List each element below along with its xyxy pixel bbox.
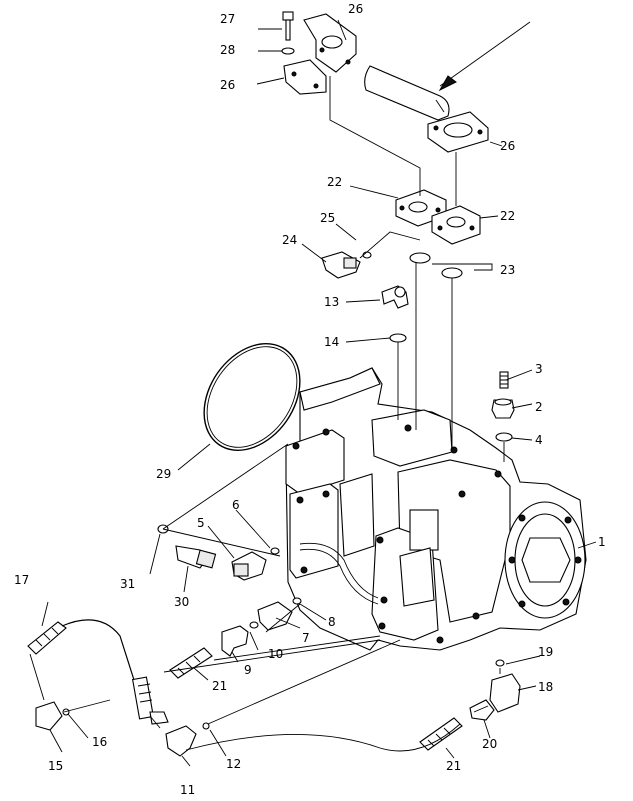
oring-25 xyxy=(362,251,372,259)
elbow-11 xyxy=(165,725,197,757)
callout-21b: 21 xyxy=(446,759,461,773)
callout-30: 30 xyxy=(174,595,189,609)
fitting-5 xyxy=(231,551,267,581)
callout-24: 24 xyxy=(282,233,297,247)
oring-8 xyxy=(292,597,302,605)
callout-16: 16 xyxy=(92,735,107,749)
elbow-9 xyxy=(221,625,249,657)
callout-29: 29 xyxy=(156,467,171,481)
plug-2 xyxy=(491,398,515,419)
callout-27: 27 xyxy=(220,12,235,26)
oring-23-b xyxy=(441,267,463,279)
sensor-fitting-24 xyxy=(321,251,361,279)
callout-7: 7 xyxy=(302,631,310,645)
callout-2: 2 xyxy=(535,400,543,414)
callout-26a: 26 xyxy=(220,78,235,92)
half-clamp-26-top xyxy=(303,13,357,73)
connection-lines xyxy=(63,21,531,752)
callout-25: 25 xyxy=(320,211,335,225)
callout-31: 31 xyxy=(120,577,135,591)
hose-coupling-21-mid xyxy=(131,676,169,725)
callout-1: 1 xyxy=(598,535,606,549)
fitting-20 xyxy=(469,699,495,721)
oring-19 xyxy=(495,659,505,667)
large-oring-29 xyxy=(203,343,301,451)
callout-leaders xyxy=(41,19,597,767)
hose-fitting-21-left xyxy=(169,647,213,679)
callout-3: 3 xyxy=(535,362,543,376)
flange-block-22-right xyxy=(431,205,481,245)
hose-line xyxy=(61,619,135,681)
hose-link xyxy=(29,653,45,701)
plug-3 xyxy=(499,371,509,389)
callout-28: 28 xyxy=(220,43,235,57)
callout-18: 18 xyxy=(538,680,553,694)
callout-14: 14 xyxy=(324,335,339,349)
flow-arrow-head xyxy=(438,75,457,92)
elbow-15 xyxy=(35,701,63,731)
valve-18 xyxy=(489,673,521,713)
bolt-30 xyxy=(175,545,217,569)
solenoid-valve xyxy=(409,509,439,551)
oring-16 xyxy=(62,708,70,716)
callout-26c: 26 xyxy=(500,139,515,153)
callout-22a: 22 xyxy=(327,175,342,189)
callout-23: 23 xyxy=(500,263,515,277)
callout-21a: 21 xyxy=(212,679,227,693)
oring-6 xyxy=(270,547,280,555)
callout-22b: 22 xyxy=(500,209,515,223)
callout-15: 15 xyxy=(48,759,63,773)
flange-26-lower-right xyxy=(427,111,489,153)
oring-12 xyxy=(202,722,210,730)
oring-23-a xyxy=(409,252,431,264)
half-clamp-26-bottom xyxy=(283,59,327,95)
callout-12: 12 xyxy=(226,757,241,771)
oring-14 xyxy=(389,333,407,343)
oring-4 xyxy=(495,432,513,442)
washer-28 xyxy=(281,47,295,55)
callout-26b: 26 xyxy=(348,2,363,16)
hose-fitting-21-right xyxy=(419,717,463,751)
callout-4: 4 xyxy=(535,433,543,447)
callout-19: 19 xyxy=(538,645,553,659)
callout-17: 17 xyxy=(14,573,29,587)
pump-assembly-1 xyxy=(285,367,587,651)
callout-10: 10 xyxy=(268,647,283,661)
callout-9: 9 xyxy=(244,663,252,677)
callout-20: 20 xyxy=(482,737,497,751)
callout-11: 11 xyxy=(180,783,195,797)
callout-8: 8 xyxy=(328,615,336,629)
callout-labels: 27 28 26 26 26 22 22 25 24 23 13 14 3 2 … xyxy=(14,2,606,797)
callout-13: 13 xyxy=(324,295,339,309)
callout-6: 6 xyxy=(232,498,240,512)
oring-10 xyxy=(249,621,259,629)
large-oring-29-inner xyxy=(206,346,298,448)
elbow-fitting-13 xyxy=(381,285,409,309)
hose-end-17 xyxy=(27,621,67,655)
callout-5: 5 xyxy=(197,516,205,530)
bolt-27 xyxy=(282,11,294,41)
fitting-7 xyxy=(257,601,293,631)
suction-tube xyxy=(364,65,450,121)
